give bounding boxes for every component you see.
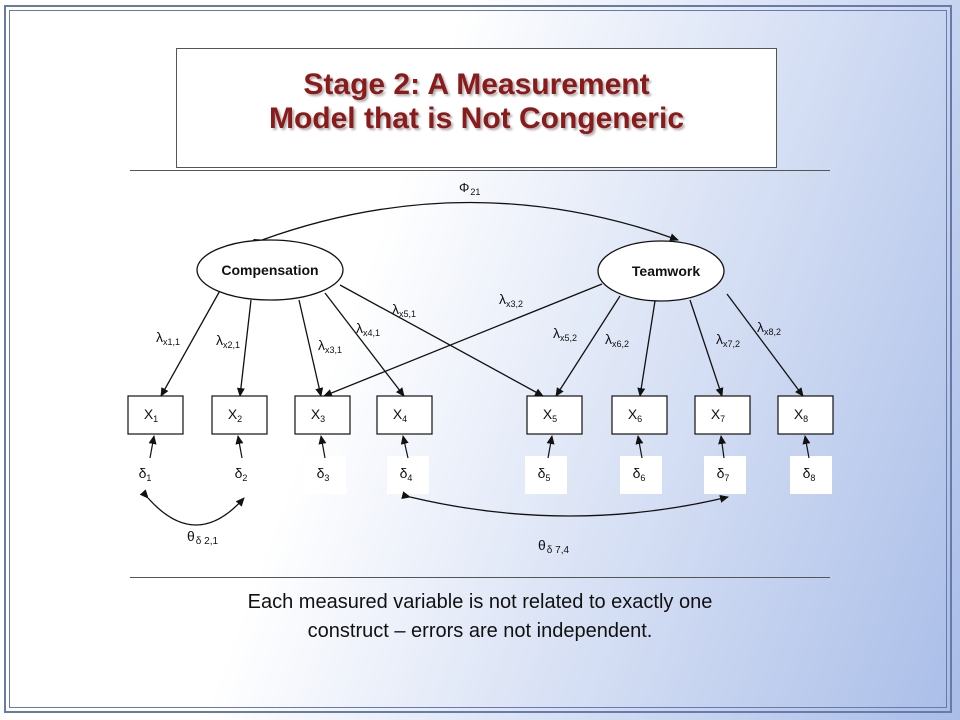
error-delta-5: δ5: [525, 456, 567, 494]
loading-label-x7-2: λx7,2: [716, 331, 740, 349]
error-delta-2: δ2: [222, 456, 264, 494]
title-line-2: Model that is Not Congeneric: [268, 102, 685, 135]
loading-arrow-x7-2: [689, 299, 724, 397]
indicator-x8: X8: [777, 395, 834, 435]
loading-label-x1-1: λx1,1: [156, 329, 180, 347]
error-arrow-5: [546, 435, 555, 459]
error-delta-1: δ1: [126, 456, 168, 494]
loading-label-x5-2: λx5,2: [553, 325, 577, 343]
error-arrow-1: [148, 435, 157, 459]
title-line-1: Stage 2: A Measurement: [303, 68, 650, 101]
indicator-x7: X7: [694, 395, 751, 435]
loading-label-x2-1: λx2,1: [216, 332, 240, 350]
svg-text:X3: X3: [311, 406, 325, 424]
construct-compensation: Compensation: [196, 239, 344, 301]
error-delta-3: δ3: [304, 456, 346, 494]
slide-frame-outer: [4, 5, 952, 713]
error-covariance-label-2-1: θδ 2,1: [187, 528, 218, 547]
loading-label-x4-1: λx4,1: [356, 320, 380, 338]
svg-text:δ6: δ6: [633, 465, 646, 483]
loading-arrow-x3-2: [323, 283, 603, 397]
svg-text:δ1: δ1: [139, 465, 152, 483]
slide-frame-inner: [9, 10, 947, 708]
error-arrow-2: [235, 435, 244, 459]
svg-text:X4: X4: [393, 406, 407, 424]
svg-text:X8: X8: [794, 406, 808, 424]
svg-text:X1: X1: [144, 406, 158, 424]
indicator-x1: X1: [127, 395, 184, 435]
error-arrow-6: [635, 435, 644, 459]
loading-label-x8-2: λx8,2: [757, 319, 781, 337]
loading-arrow-x2-1: [236, 299, 252, 397]
loading-label-x5-1: λx5,1: [392, 301, 416, 319]
construct-compensation-label: Compensation: [221, 262, 318, 278]
loading-arrow-x4-1: [324, 292, 405, 397]
indicator-x3: X3: [294, 395, 351, 435]
error-delta-7: δ7: [704, 456, 746, 494]
loading-label-x6-2: λx6,2: [605, 331, 629, 349]
svg-text:δ5: δ5: [538, 465, 551, 483]
caption-line-1: Each measured variable is not related to…: [247, 591, 713, 613]
indicator-x5: X5: [526, 395, 583, 435]
loading-label-x3-1: λx3,1: [318, 337, 342, 355]
svg-text:X2: X2: [228, 406, 242, 424]
svg-text:δ3: δ3: [317, 465, 330, 483]
loading-arrow-x5-1: [339, 284, 544, 397]
top-rule: [130, 170, 830, 171]
error-covariance-label-7-4: θδ 7,4: [538, 537, 569, 556]
error-delta-8: δ8: [790, 456, 832, 494]
slide-title: Stage 2: A Measurement Model that is Not…: [177, 49, 776, 136]
error-arrow-3: [318, 435, 327, 459]
error-covariance-arc-7-4: [401, 491, 729, 517]
indicator-x6: X6: [611, 395, 668, 435]
error-covariance-arc-2-1: [139, 489, 245, 526]
svg-text:δ7: δ7: [717, 465, 730, 483]
error-arrow-4: [400, 435, 409, 459]
caption: Each measured variable is not related to…: [130, 588, 830, 646]
svg-text:X6: X6: [628, 406, 642, 424]
loading-arrow-x5-2: [555, 295, 621, 397]
loading-arrow-x3-1: [298, 299, 324, 397]
svg-text:X7: X7: [711, 406, 725, 424]
loading-arrow-x6-2: [637, 300, 656, 397]
caption-line-2: construct – errors are not independent.: [307, 620, 653, 642]
title-box: Stage 2: A Measurement Model that is Not…: [176, 48, 777, 168]
construct-covariance-arc: [253, 201, 679, 247]
bottom-rule: [130, 577, 830, 578]
error-delta-4: δ4: [387, 456, 429, 494]
construct-teamwork-label: Teamwork: [632, 263, 700, 279]
indicator-x4: X4: [376, 395, 433, 435]
loading-label-x3-2: λx3,2: [499, 291, 523, 309]
construct-teamwork: Teamwork: [597, 240, 725, 302]
construct-covariance-label: Φ21: [459, 180, 480, 197]
error-delta-6: δ6: [620, 456, 662, 494]
loading-arrow-x8-2: [726, 293, 804, 397]
error-arrow-7: [718, 435, 727, 459]
error-arrow-8: [802, 435, 811, 459]
loading-arrow-x1-1: [160, 286, 223, 397]
svg-text:δ2: δ2: [235, 465, 248, 483]
svg-text:δ8: δ8: [803, 465, 816, 483]
indicator-x2: X2: [211, 395, 268, 435]
svg-text:δ4: δ4: [400, 465, 413, 483]
svg-text:X5: X5: [543, 406, 557, 424]
